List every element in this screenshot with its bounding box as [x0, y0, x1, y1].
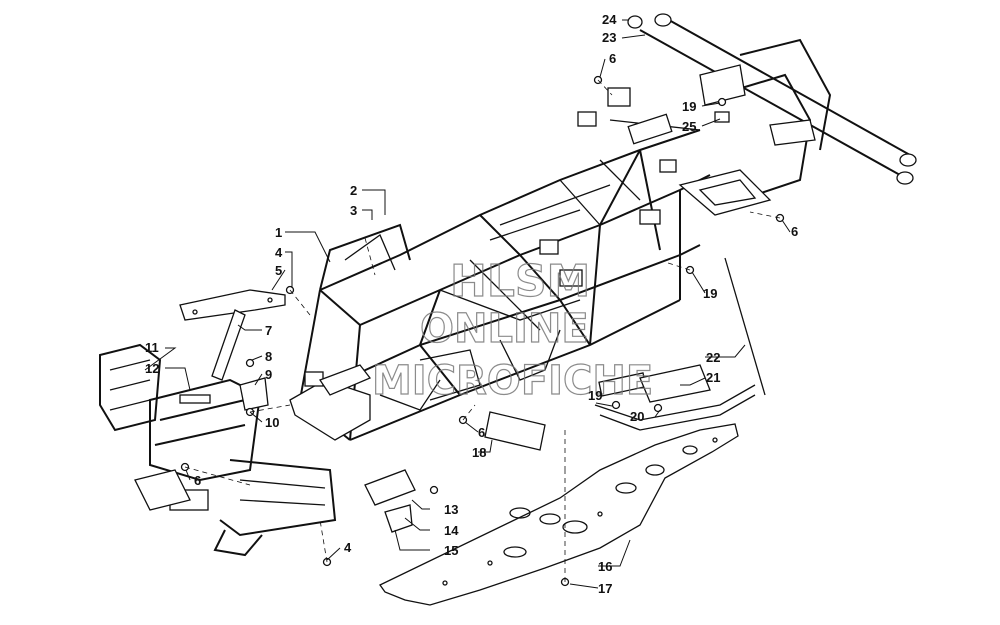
watermark: HLSM ONLINE MICROFICHE: [371, 255, 653, 404]
callout-14: 14: [444, 523, 459, 538]
callout-6-rear: 6: [791, 224, 798, 239]
callout-6-bumper: 6: [194, 473, 201, 488]
callout-23: 23: [602, 30, 616, 45]
callout-24: 24: [602, 12, 617, 27]
callout-11: 11: [145, 340, 159, 355]
skid-plate: [379, 423, 739, 606]
main-frame: [289, 87, 711, 441]
watermark-line3: MICROFICHE: [372, 358, 653, 404]
callout-4: 4: [275, 245, 283, 260]
callout-labels: 1 2 3 4 5 7 8 9 10 11 12 6 4 13 14 15 16…: [145, 12, 798, 596]
callout-22: 22: [706, 350, 720, 365]
rear-rack: [627, 13, 917, 216]
callout-25: 25: [682, 119, 696, 134]
callout-16: 16: [598, 559, 612, 574]
callout-5: 5: [275, 263, 282, 278]
callout-4-bumper: 4: [344, 540, 352, 555]
callout-13: 13: [444, 502, 458, 517]
callout-17: 17: [598, 581, 612, 596]
callout-20: 20: [630, 409, 644, 424]
front-brackets: [179, 257, 766, 533]
watermark-line2: ONLINE: [420, 306, 589, 352]
callout-19-upper: 19: [682, 99, 696, 114]
callout-21: 21: [706, 370, 720, 385]
front-bumper: [99, 343, 337, 557]
watermark-line1: HLSM: [450, 256, 590, 307]
callout-12: 12: [145, 361, 159, 376]
callout-7: 7: [265, 323, 272, 338]
callout-10: 10: [265, 415, 279, 430]
callout-6-center: 6: [478, 425, 485, 440]
callout-9: 9: [265, 367, 272, 382]
mounting-lines: [184, 79, 781, 582]
callout-3: 3: [350, 203, 357, 218]
callout-6-top: 6: [609, 51, 616, 66]
callout-15: 15: [444, 543, 458, 558]
callout-8: 8: [265, 349, 272, 364]
callout-1: 1: [275, 225, 282, 240]
callout-19-mid: 19: [703, 286, 717, 301]
leader-lines: [144, 19, 791, 589]
callout-19-lower: 19: [588, 388, 602, 403]
callout-18: 18: [472, 445, 486, 460]
callout-2: 2: [350, 183, 357, 198]
